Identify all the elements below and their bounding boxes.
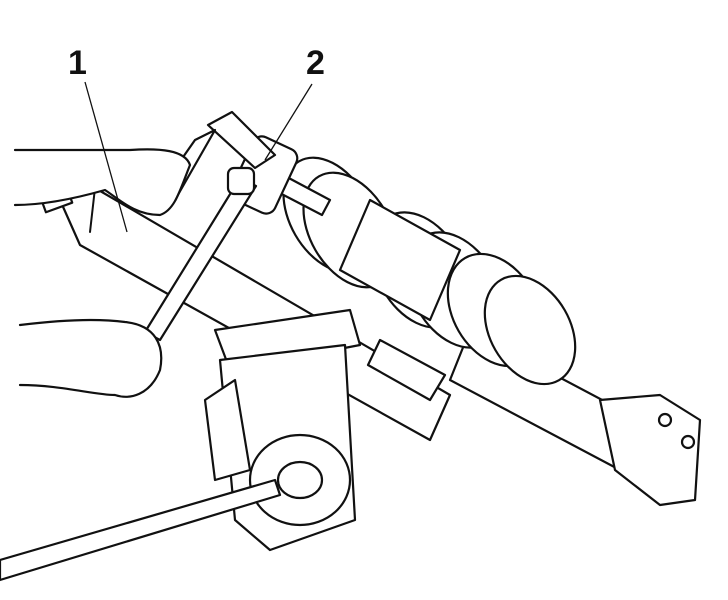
coil-spring [282, 156, 577, 386]
callout-2-label: 2 [306, 44, 325, 82]
bench-vise [203, 308, 362, 552]
hands [13, 148, 192, 398]
callout-2-leader [264, 83, 313, 161]
callout-1-label: 1 [68, 44, 87, 82]
callout-1-leader [84, 81, 128, 233]
vise-handle [0, 478, 282, 582]
